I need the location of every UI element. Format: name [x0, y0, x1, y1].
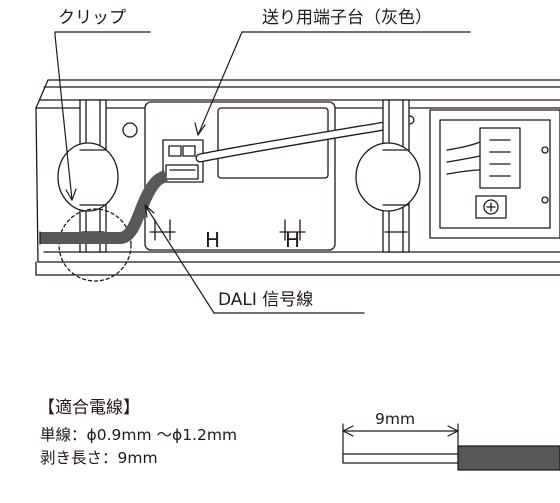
left-clip: [57, 99, 119, 253]
svg-text:H: H: [285, 228, 300, 252]
strip-length-spec: 剥き長さ：9mm: [40, 449, 158, 467]
right-clip: [355, 99, 421, 253]
right-connector: [429, 109, 560, 239]
callout-leaders: [54, 31, 471, 314]
wire-spec-heading: 【適合電線】: [38, 398, 140, 418]
dali-signal-label: DALI 信号線: [218, 290, 314, 310]
mount-eyelet: [122, 122, 138, 138]
clip-highlight-circle: [58, 208, 132, 282]
clip-label: クリップ: [58, 8, 126, 28]
strip-dimension-label: 9mm: [375, 410, 416, 428]
single-wire-spec: 単線：ϕ0.9mm 〜ϕ1.2mm: [40, 426, 238, 444]
svg-text:H: H: [205, 228, 220, 252]
strip-length-illustration: [342, 423, 560, 471]
dali-signal-wire: [40, 170, 168, 244]
gray-terminal-block: [162, 139, 204, 183]
terminal-block-label: 送り用端子台（灰色）: [262, 8, 432, 28]
